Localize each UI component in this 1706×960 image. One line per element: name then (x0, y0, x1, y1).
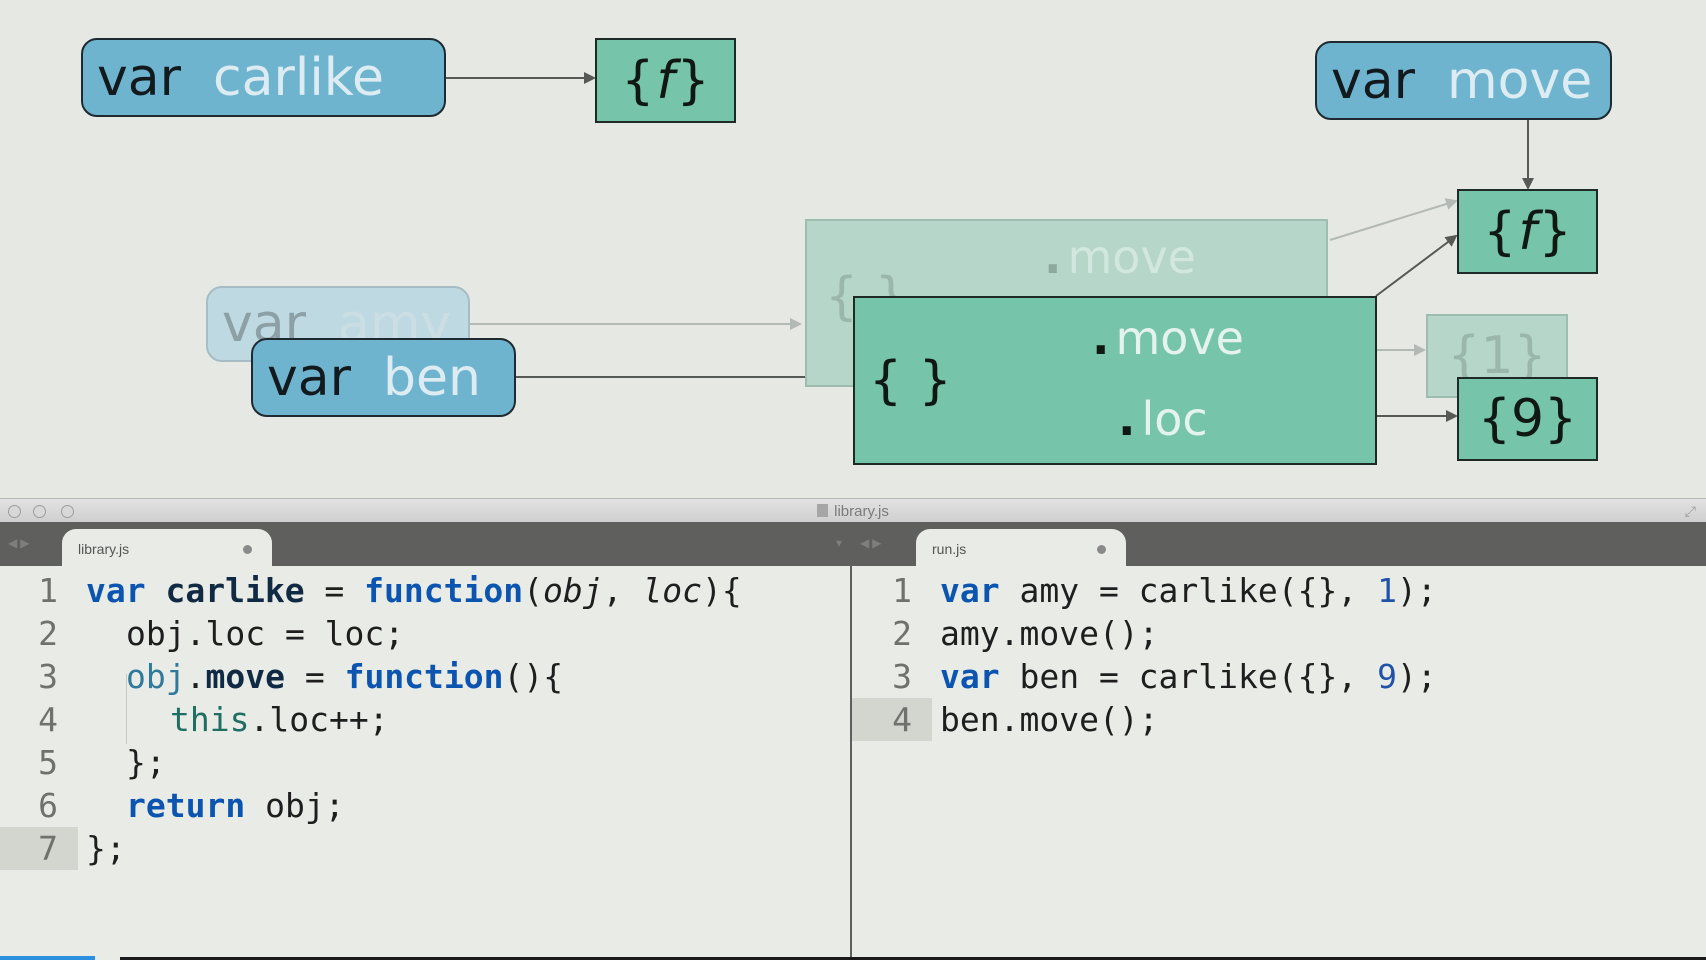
var-name-move: move (1447, 50, 1593, 111)
code-text: this.loc++; (170, 700, 389, 739)
tab-library-js[interactable]: library.js (62, 529, 272, 566)
var-keyword: var (97, 47, 182, 108)
line-number: 6 (38, 786, 58, 825)
tab-strip-left: ◀▶ library.js ▾ (0, 522, 850, 566)
current-line-gutter (852, 698, 932, 741)
close-window-button[interactable] (8, 505, 21, 518)
window-title: library.js (0, 503, 1706, 520)
line-number: 3 (38, 657, 58, 696)
line-number: 4 (38, 700, 58, 739)
prop-name: move (1115, 311, 1244, 365)
function-object-carlike: {f} (595, 38, 736, 123)
function-label: {f} (621, 50, 710, 111)
code-line: 6 return obj; (0, 784, 850, 827)
object-ben: { } (853, 296, 1377, 465)
tab-label: run.js (932, 541, 967, 557)
var-name-ben: ben (383, 347, 481, 408)
line-number: 3 (892, 657, 912, 696)
unsaved-dot-icon[interactable] (1097, 545, 1106, 554)
code-line-current: 4 ben.move(); (852, 698, 1706, 741)
code-text: ben.move(); (940, 700, 1159, 739)
code-text: var carlike = function(obj, loc){ (86, 571, 742, 610)
code-line: 5 }; (0, 741, 850, 784)
code-text: }; (126, 743, 166, 782)
tab-menu-icon[interactable]: ▾ (835, 536, 842, 550)
editor-pane-library-js[interactable]: 1 var carlike = function(obj, loc){ 2 ob… (0, 566, 850, 960)
line-number: 1 (38, 571, 58, 610)
arrow-ben-move-to-fn (1375, 234, 1458, 297)
value-ben-loc: {9} (1457, 377, 1598, 461)
code-text: obj.move = function(){ (126, 657, 564, 696)
arrow-amy-move-to-fn (1329, 198, 1458, 241)
zoom-window-button[interactable] (61, 505, 74, 518)
minimize-window-button[interactable] (33, 505, 46, 518)
tab-label: library.js (78, 541, 130, 557)
prop-name: loc (1141, 392, 1208, 446)
code-line: 1 var carlike = function(obj, loc){ (0, 569, 850, 612)
bottom-border (120, 957, 1706, 960)
var-carlike-box: var carlike (81, 38, 446, 117)
value-label: {9} (1477, 389, 1578, 449)
code-line: 4 this.loc++; (0, 698, 850, 741)
line-number: 2 (38, 614, 58, 653)
function-object-move: {f} (1457, 189, 1598, 274)
tab-nav-arrows-icon[interactable]: ◀▶ (8, 536, 33, 550)
var-keyword: var (267, 347, 352, 408)
line-number: 1 (892, 571, 912, 610)
line-number: 2 (892, 614, 912, 653)
function-label: {f} (1483, 201, 1572, 262)
video-progress-bar[interactable] (0, 956, 95, 960)
code-line: 1 var amy = carlike({}, 1); (852, 569, 1706, 612)
prop-name: move (1067, 230, 1196, 284)
editor-pane-run-js[interactable]: 1 var amy = carlike({}, 1); 2 amy.move()… (852, 566, 1706, 960)
code-line: 2 amy.move(); (852, 612, 1706, 655)
window-titlebar: library.js ⤢ (0, 498, 1706, 522)
tab-strip-right: ◀▶ run.js (852, 522, 1706, 566)
prop-move-ben: .move (1092, 311, 1244, 365)
document-icon (817, 504, 829, 517)
var-ben-box: var ben (251, 338, 516, 417)
prop-loc-ben: .loc (1118, 392, 1208, 446)
var-keyword: var (1331, 50, 1416, 111)
code-line-current: 7 }; (0, 827, 850, 870)
object-braces: { } (869, 350, 952, 411)
var-name-carlike: carlike (213, 47, 385, 108)
pane-divider[interactable] (850, 522, 852, 960)
code-line: 3 obj.move = function(){ (0, 655, 850, 698)
current-line-gutter (0, 827, 78, 870)
code-text: amy.move(); (940, 614, 1159, 653)
prop-move-amy-ghost: .move (1044, 230, 1196, 284)
code-text: return obj; (126, 786, 345, 825)
line-number: 4 (892, 700, 912, 739)
memory-diagram: var carlike {f} var move {f} { } .move v… (81, 38, 1612, 465)
code-text: var amy = carlike({}, 1); (940, 571, 1437, 610)
unsaved-dot-icon[interactable] (243, 545, 252, 554)
code-line: 3 var ben = carlike({}, 9); (852, 655, 1706, 698)
tab-run-js[interactable]: run.js (916, 529, 1126, 566)
code-text: }; (86, 829, 126, 868)
code-text: var ben = carlike({}, 9); (940, 657, 1437, 696)
line-number: 7 (38, 829, 58, 868)
code-text: obj.loc = loc; (126, 614, 405, 653)
var-move-box: var move (1315, 41, 1612, 120)
line-number: 5 (38, 743, 58, 782)
indent-guide (126, 674, 127, 744)
code-line: 2 obj.loc = loc; (0, 612, 850, 655)
tab-nav-arrows-icon[interactable]: ◀▶ (860, 536, 885, 550)
value-label: {1} (1447, 326, 1547, 386)
fullscreen-icon[interactable]: ⤢ (1684, 504, 1696, 520)
